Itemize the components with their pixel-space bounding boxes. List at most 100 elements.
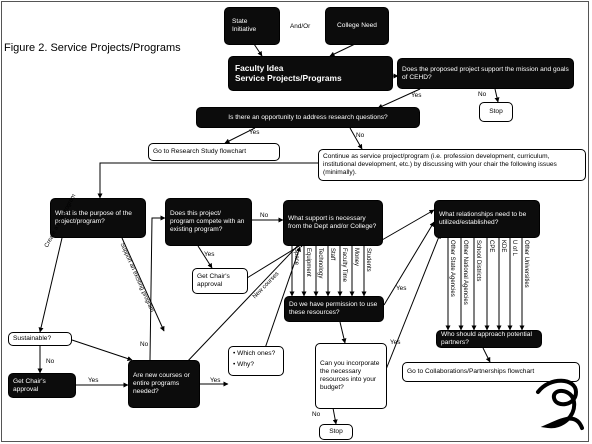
partner-cpe: CPE [488,240,494,253]
edge-college-to-faculty [329,43,356,57]
edge-purpose-create [38,237,63,333]
incorporate-question-box: Can you incorporate the necessary resour… [315,343,387,409]
mission-question-box: Does the proposed project support the mi… [397,58,574,89]
edge-continue-to-purpose [97,162,318,199]
partner-u-of-l: U of L [511,240,517,257]
support-question-box: What support is necessary from the Dept … [283,200,383,246]
partner-school-districts: School Districts [475,240,481,282]
edge-mission-yes-research [377,88,421,109]
partner-other-universities: Other Universities [523,240,529,288]
compete-question-box: Does this project/ program compete with … [165,198,252,246]
stop-bottom-label: Stop [329,428,343,436]
chairs-approval-text-1: Get Chair's approval [197,273,230,288]
new-courses-question-text: Are new courses or entire programs neede… [133,372,190,395]
edge-research-no [349,127,363,150]
partner-other-state-agencies: Other State Agencies [449,240,455,297]
edge-label-yes-research: Yes [249,129,260,136]
chairs-approval-text-2: Get Chair's approval [13,377,46,393]
edge-courses-to-support [184,237,306,365]
partner-kde: KDE [500,240,506,253]
relationships-question-text: What relationships need to be utilized/e… [439,211,527,226]
faculty-idea-subtitle: Service Projects/Programs [235,73,342,84]
new-courses-question-box: Are new courses or entire programs neede… [128,360,200,408]
edge-label-yes-chair: Yes [88,377,99,384]
edge-incorporate-no [332,407,338,425]
purpose-question-text: What is the purpose of the project/progr… [55,210,132,225]
stop-top-box: Stop [479,102,513,122]
edge-label-yes-mission: Yes [411,92,422,99]
purpose-question-box: What is the purpose of the project/progr… [50,198,146,238]
edge-permission-to-incorporate [339,321,347,344]
college-need-label: College Need [337,22,377,30]
compete-question-text: Does this project/ program compete with … [170,210,245,233]
incorporate-question-text: Can you incorporate the necessary resour… [320,360,380,391]
curl-logo-icon [536,378,584,430]
resource-equipment: Equipment [305,248,311,277]
edge-who-to-collab [482,347,491,363]
which-why-box: • Which ones? • Why? [228,346,284,376]
research-flowchart-box: Go to Research Study flowchart [148,143,280,161]
state-initiative-label: State Initiative [232,18,257,33]
edge-label-no-research: No [356,132,365,139]
collab-flowchart-box: Go to Collaborations/Partnerships flowch… [402,362,580,382]
edge-purpose-support [121,237,165,332]
resource-students: Students [365,248,371,272]
support-question-text: What support is necessary from the Dept … [288,215,377,230]
edge-support-to-relationships [381,209,435,241]
edge-label-yes-courses-which: Yes [210,377,221,384]
edge-chair1-to-support [246,242,305,279]
resource-staff: Staff [329,248,335,261]
resource-space: Space [293,248,299,266]
why-text: Why? [237,360,254,368]
chairs-approval-box-2: Get Chair's approval [8,373,76,398]
faculty-idea-title: Faculty Idea [235,63,284,73]
continue-service-text: Continue as service project/program (i.e… [323,153,557,176]
which-ones-item: • Which ones? [233,350,276,357]
edge-label-no-budget: No [312,411,321,418]
sustainable-box: Sustainable? [8,332,72,346]
resource-technology: Technology [317,248,323,279]
edge-permission-yes [383,221,435,306]
resource-money: Money [353,248,359,267]
resource-faculty-time: Faculty Time [341,248,347,283]
edge-label-no-compete: No [260,212,269,219]
permission-question-box: Do we have permission to use these resou… [284,296,384,322]
figure-caption: Figure 2. Service Projects/Programs [4,42,181,54]
edge-sustainable-courses [71,339,133,361]
relationships-question-box: What relationships need to be utilized/e… [434,200,540,238]
who-approach-question-box: Who should approach potential partners? [436,330,542,348]
chairs-approval-box-1: Get Chair's approval [192,268,248,294]
edge-label-no-courses: No [140,341,149,348]
edge-courses-no-compete [149,215,166,361]
who-approach-question-text: Who should approach potential partners? [441,331,532,346]
collab-flowchart-text: Go to Collaborations/Partnerships flowch… [407,368,535,376]
and-or-label: And/Or [290,23,311,30]
why-item: • Why? [233,360,254,368]
partner-other-national-agencies: Other National Agencies [462,240,468,305]
edge-mission-no-stop [494,88,500,103]
edge-state-to-faculty [253,43,263,57]
which-ones-text: Which ones? [237,350,276,357]
edge-incorporate-yes [384,233,441,373]
faculty-idea-box: Faculty Idea Service Projects/Programs [228,56,393,91]
edge-research-yes [224,127,256,144]
edge-label-no-sustainable: No [46,358,55,365]
edge-which-to-support [261,246,301,358]
edge-label-yes-compete: Yes [204,251,215,258]
mission-question-text: Does the proposed project support the mi… [402,65,569,81]
edge-compete-yes-chair [197,245,213,269]
stop-bottom-box: Stop [319,424,353,440]
stop-top-label: Stop [489,108,503,116]
edge-label-yes-budget: Yes [390,339,401,346]
sustainable-text: Sustainable? [13,335,52,343]
edge-label-no-mission: No [478,91,487,98]
permission-question-text: Do we have permission to use these resou… [289,301,378,316]
state-initiative-box: State Initiative [224,7,280,45]
edge-label-yes-permission: Yes [396,285,407,292]
college-need-box: College Need [325,7,389,45]
research-question-text: Is there an opportunity to address resea… [228,113,388,121]
research-question-box: Is there an opportunity to address resea… [196,107,420,128]
